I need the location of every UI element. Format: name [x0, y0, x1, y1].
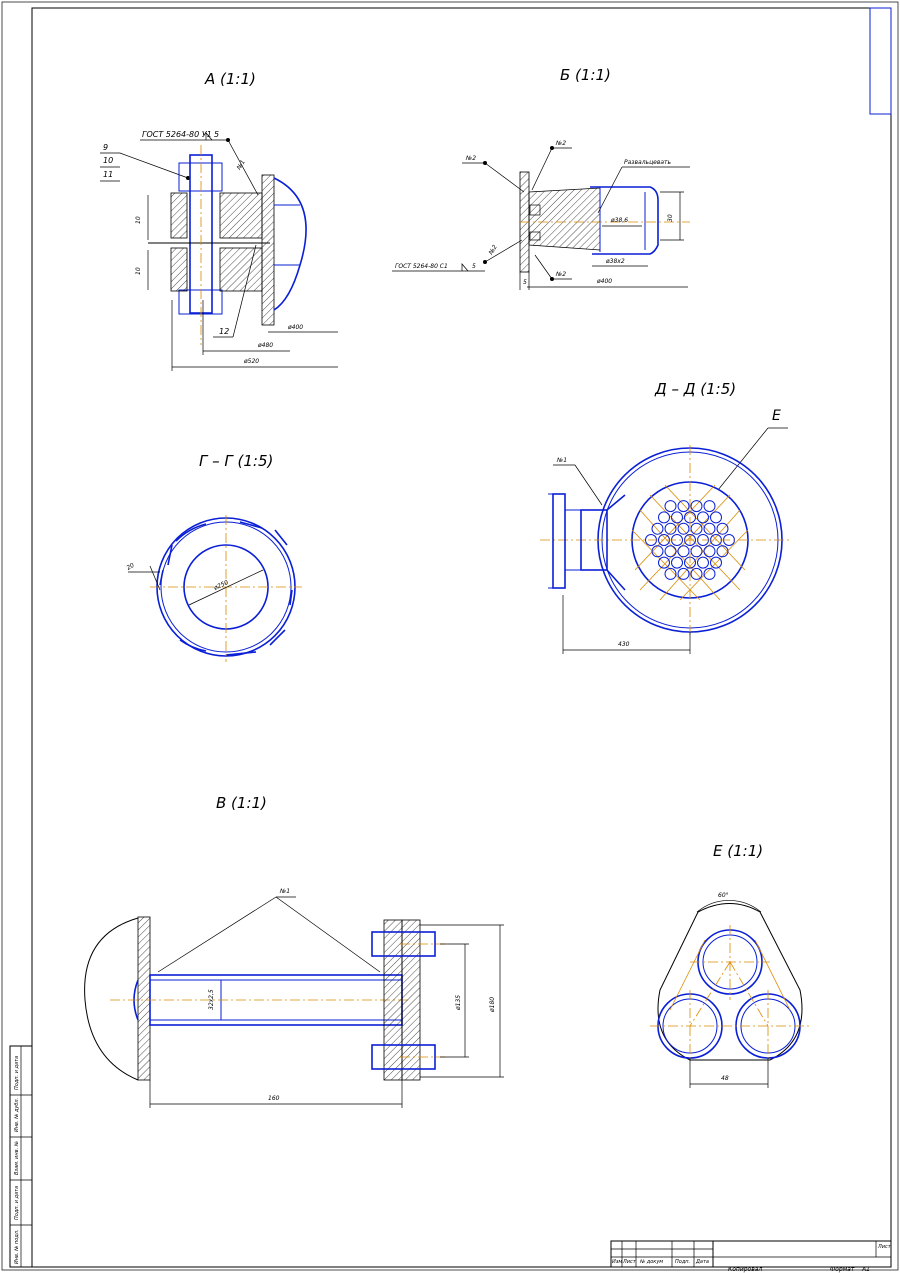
- svg-text:5: 5: [523, 279, 527, 286]
- svg-text:№1: №1: [556, 457, 567, 464]
- svg-text:№2: №2: [555, 140, 566, 147]
- tube-hole: [664, 522, 677, 535]
- svg-text:Подп. и дата: Подп. и дата: [14, 1056, 20, 1090]
- view-d-detail-mark: Е: [772, 408, 781, 424]
- weld-symbol-icon: [461, 263, 469, 272]
- tube-hole: [703, 500, 716, 513]
- svg-text:ø180: ø180: [489, 997, 496, 1013]
- tube-hole: [690, 545, 703, 558]
- tube-hole: [651, 522, 664, 535]
- svg-text:ø400: ø400: [596, 278, 612, 285]
- tube-hole: [690, 522, 703, 535]
- svg-text:Инв. № дубл.: Инв. № дубл.: [14, 1098, 20, 1132]
- drawing-frame: [31, 7, 892, 1268]
- svg-text:№ докум: № докум: [639, 1259, 663, 1265]
- svg-text:Подп. и дата: Подп. и дата: [14, 1186, 20, 1220]
- svg-text:Лист: Лист: [622, 1259, 637, 1265]
- svg-text:430: 430: [618, 641, 630, 648]
- svg-text:9: 9: [103, 143, 108, 152]
- tube-hole: [697, 556, 709, 569]
- tube-hole: [677, 545, 690, 558]
- tube-hole: [651, 545, 664, 558]
- svg-text:№1: №1: [235, 159, 247, 172]
- svg-text:A1: A1: [861, 1266, 870, 1273]
- tube-hole: [716, 545, 729, 558]
- view-e: Е (1:1) 60° 48: [650, 842, 810, 1088]
- tube-hole: [671, 556, 683, 569]
- tube-hole: [664, 545, 677, 558]
- view-e-title: Е (1:1): [713, 842, 763, 860]
- view-g-title: Г – Г (1:5): [199, 452, 273, 470]
- tube-hole: [690, 500, 703, 513]
- svg-text:5: 5: [472, 263, 476, 270]
- tube-hole: [677, 522, 690, 535]
- view-b-gost: ГОСТ 5264-80 С1: [395, 263, 448, 270]
- svg-text:10: 10: [103, 156, 113, 165]
- tube-hole: [658, 511, 670, 524]
- svg-text:ø135: ø135: [455, 995, 462, 1011]
- svg-text:ø520: ø520: [243, 358, 259, 365]
- tube-hole: [677, 500, 690, 513]
- tube-hole: [710, 511, 722, 524]
- tube-hole: [677, 567, 690, 580]
- view-v-title: В (1:1): [216, 794, 267, 812]
- view-a-gost: ГОСТ 5264-80 У1: [142, 130, 212, 139]
- svg-text:30: 30: [667, 214, 674, 222]
- svg-text:ø38x2: ø38x2: [605, 258, 625, 265]
- view-v: В (1:1) №1 32x2,5 160 ø135: [84, 794, 504, 1108]
- tube-hole: [697, 511, 709, 524]
- svg-text:№2: №2: [487, 244, 499, 257]
- svg-text:ø480: ø480: [257, 342, 273, 349]
- svg-text:10: 10: [135, 216, 142, 224]
- tube-hole: [703, 522, 716, 535]
- svg-text:12: 12: [219, 327, 229, 336]
- svg-text:48: 48: [721, 1075, 729, 1082]
- side-stamp: Подп. и дата Инв. № дубл. Взам. инв. № П…: [9, 1045, 33, 1268]
- view-a: А (1:1) ГОСТ 5264-80 У1 5 №1 9 10 11: [100, 70, 338, 371]
- tube-hole: [671, 511, 683, 524]
- weld-symbol-icon: [205, 132, 213, 141]
- svg-text:11: 11: [103, 170, 113, 179]
- svg-text:10: 10: [135, 267, 142, 275]
- tube-hole: [690, 567, 703, 580]
- tube-hole: [716, 522, 729, 535]
- title-block: Изм Лист № докум Подп. Дата Лист Копиров…: [610, 1240, 892, 1273]
- svg-text:20: 20: [126, 562, 136, 572]
- svg-text:5: 5: [214, 130, 219, 139]
- view-g: Г – Г (1:5) ø250 20: [126, 452, 302, 662]
- svg-text:Взам. инв. №: Взам. инв. №: [14, 1141, 20, 1175]
- svg-text:№2: №2: [465, 155, 476, 162]
- view-b-note: Развальцевать: [624, 159, 672, 166]
- svg-text:Подп.: Подп.: [675, 1259, 690, 1265]
- svg-text:Изм: Изм: [612, 1259, 622, 1265]
- svg-text:№1: №1: [279, 888, 290, 895]
- view-d: Д – Д (1:5) Е №1 430: [540, 380, 790, 654]
- tube-hole: [664, 567, 677, 580]
- view-b: Б (1:1) Развальцевать №2 №2 №2 №2 ГОСТ 5…: [392, 66, 690, 290]
- tube-hole: [703, 545, 716, 558]
- svg-text:Лист: Лист: [877, 1244, 892, 1250]
- view-a-title: А (1:1): [204, 70, 256, 88]
- tube-hole: [664, 500, 677, 513]
- view-b-title: Б (1:1): [560, 66, 611, 84]
- svg-text:№2: №2: [555, 271, 566, 278]
- svg-text:160: 160: [268, 1095, 280, 1102]
- svg-text:ø400: ø400: [287, 324, 303, 331]
- svg-text:60°: 60°: [718, 892, 729, 899]
- svg-text:Формат: Формат: [830, 1266, 855, 1273]
- svg-text:Копировал: Копировал: [728, 1266, 762, 1273]
- svg-text:32x2,5: 32x2,5: [208, 989, 215, 1010]
- tube-hole: [710, 556, 722, 569]
- svg-text:ø38,6: ø38,6: [610, 217, 628, 224]
- tube-hole: [703, 567, 716, 580]
- tube-hole: [658, 556, 670, 569]
- svg-text:Инв. № подл.: Инв. № подл.: [14, 1230, 20, 1265]
- view-d-title: Д – Д (1:5): [654, 380, 736, 398]
- svg-text:Дата: Дата: [695, 1259, 709, 1265]
- top-right-box: [869, 7, 892, 115]
